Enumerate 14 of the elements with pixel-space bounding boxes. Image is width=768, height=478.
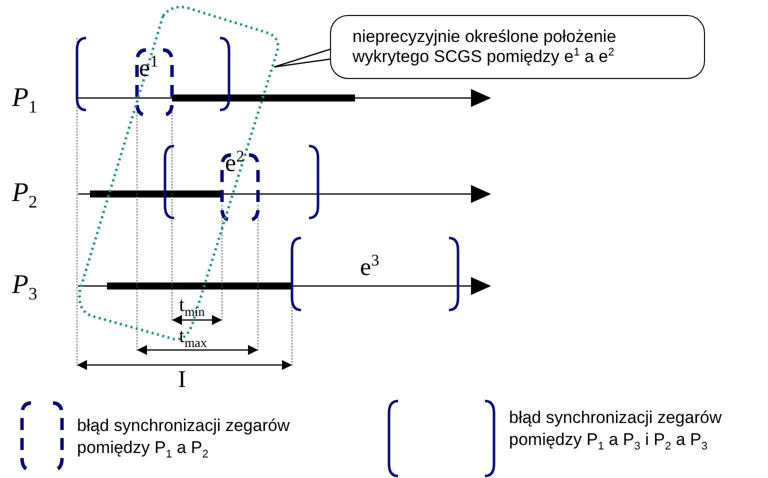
callout-bubble [330,15,705,79]
process-label: P$_{3}$ [12,271,38,298]
dimension-label: I [178,368,186,392]
callout-text: nieprecyzyjnie określone położenie wykrytego SCGS pomiędzy e$^{1}$ a e$^{2}$ [352,26,618,68]
dimension-label: t$_{min}$ [179,295,205,315]
event-label: e$^{1}$ [139,56,158,81]
event-label: e$^{3}$ [360,255,380,280]
legend-text: błąd synchronizacji zegarów pomiędzy P$_{1}$ a P$_{2}$ [77,415,291,460]
process-label: P$_{2}$ [12,179,38,206]
dimension-label: t$_{max}$ [179,326,207,346]
legend-text: błąd synchronizacji zegarów pomiędzy P$_{1}$ a P$_{3}$ i P$_{2}$ a P$_{3}$ [509,407,723,452]
event-label: e$^{2}$ [225,151,244,176]
callout-pointer [273,48,332,68]
process-label: P$_{1}$ [12,84,38,111]
